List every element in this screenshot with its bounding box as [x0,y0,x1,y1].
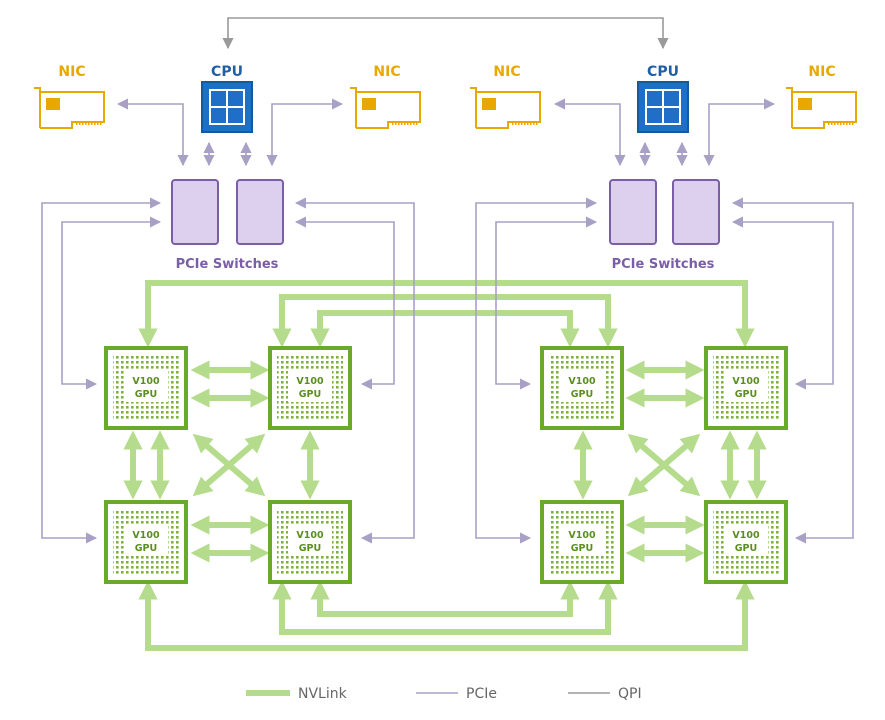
gpu-type-label: GPU [135,543,157,554]
gpu-type-label: GPU [299,543,321,554]
gpu-type-label: GPU [735,543,757,554]
pcie-switches-label: PCIe Switches [176,257,279,272]
gpu-chip-icon: V100 GPU [104,500,188,584]
nvlink-links [123,280,767,651]
gpu-model-label: V100 [132,530,160,541]
nic-card-icon [350,87,421,129]
cpu-icon [637,81,689,133]
cpu-icon [201,81,253,133]
gpu-model-label: V100 [568,530,596,541]
gpu-chip-icon: V100 GPU [704,500,788,584]
gpu-type-label: GPU [571,389,593,400]
nic-label: NIC [493,64,520,80]
gpu-type-label: GPU [299,389,321,400]
pcie-switch-icon [609,179,720,245]
cpu-label: CPU [211,64,243,80]
gpu-chip-icon: V100 GPU [104,346,188,430]
nic-label: NIC [808,64,835,80]
gpu-model-label: V100 [568,376,596,387]
gpu-model-label: V100 [296,376,324,387]
legend-pcie-label: PCIe [466,686,497,702]
gpu-type-label: GPU [735,389,757,400]
gpu-model-label: V100 [732,376,760,387]
nic-label: NIC [373,64,400,80]
nic-card-icon [34,87,105,129]
pcie-switch-icon [171,179,284,245]
gpu-chip-icon: V100 GPU [704,346,788,430]
gpu-model-label: V100 [732,530,760,541]
gpu-chip-icon: V100 GPU [540,346,624,430]
nic-label: NIC [58,64,85,80]
gpu-chip-icon: V100 GPU [540,500,624,584]
gpu-type-label: GPU [571,543,593,554]
gpu-type-label: GPU [135,389,157,400]
legend: NVLink PCIe QPI [246,686,642,702]
gpu-model-label: V100 [132,376,160,387]
legend-nvlink-label: NVLink [298,686,348,702]
gpu-chip-icon: V100 GPU [268,346,352,430]
nic-card-icon [470,87,541,129]
pcie-switches-label: PCIe Switches [612,257,715,272]
gpu-chip-icon: V100 GPU [268,500,352,584]
nic-card-icon [786,87,857,129]
legend-qpi-label: QPI [618,686,642,702]
gpu-model-label: V100 [296,530,324,541]
pcie-links [41,98,854,544]
cpu-label: CPU [647,64,679,80]
qpi-link [222,17,669,50]
